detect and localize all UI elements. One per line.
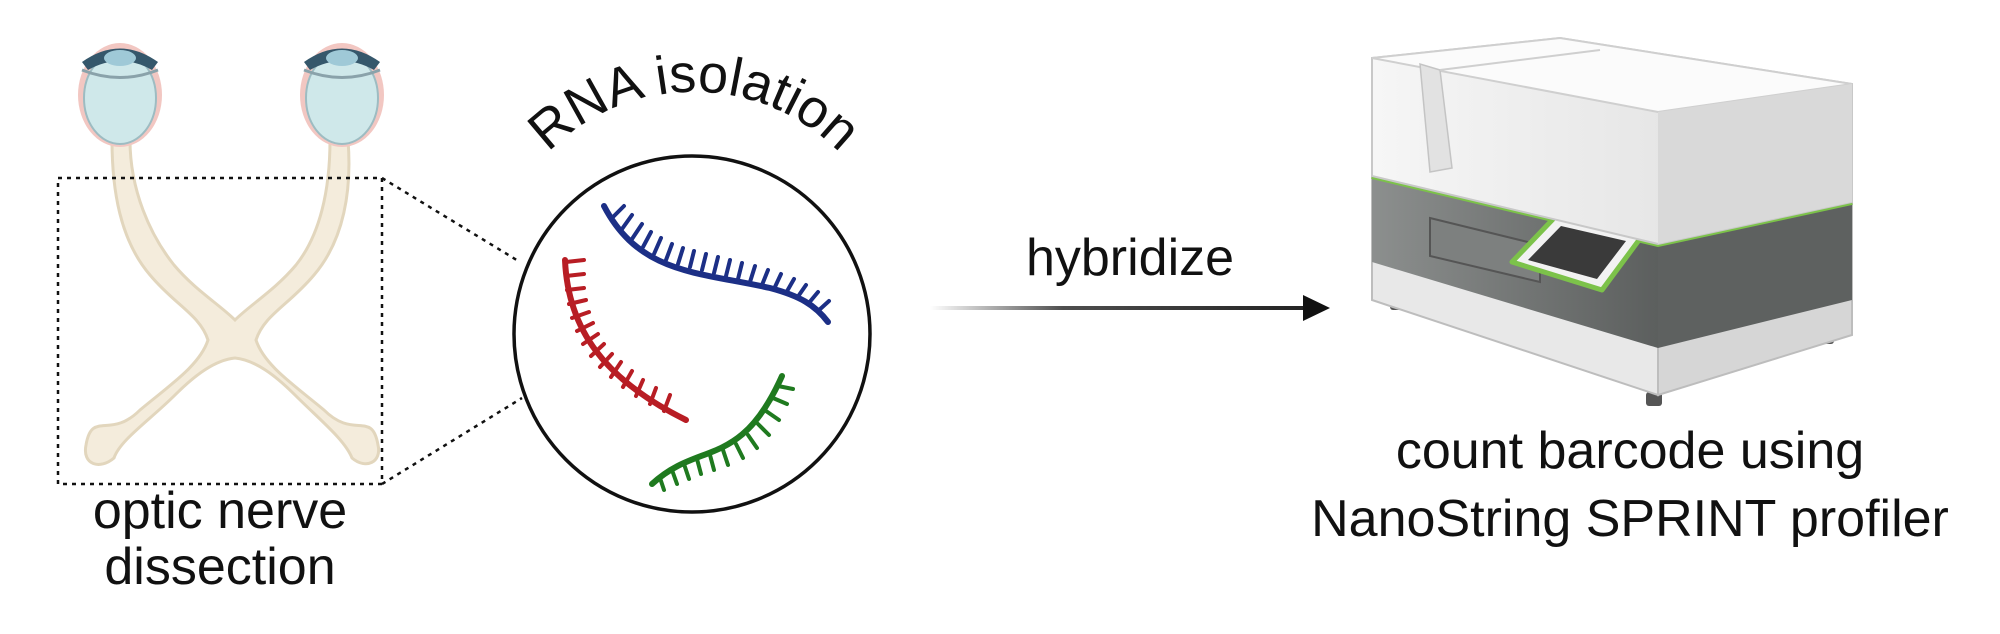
rna-isolation-circle — [512, 154, 872, 514]
dissection-selection-box — [56, 176, 384, 486]
optic-nerve-shape — [83, 138, 381, 466]
zoom-line-top — [381, 176, 521, 264]
dissection-label-line2: dissection — [104, 538, 335, 596]
rna-isolation-label-path: RNA isolation — [517, 43, 872, 161]
zoom-line-bottom — [381, 396, 523, 486]
profiler-label-line2: NanoString SPRINT profiler — [1311, 490, 1949, 548]
nanostring-profiler-icon — [1371, 36, 1853, 406]
hybridize-arrow — [930, 295, 1330, 321]
arrow-head-icon — [1303, 295, 1330, 321]
optic-nerve-illustration — [56, 43, 523, 486]
rna-strand-red — [562, 257, 689, 423]
rna-isolation-label: RNA isolation — [517, 43, 872, 161]
profiler-label-line1: count barcode using — [1396, 422, 1864, 480]
left-eye-icon — [78, 43, 162, 147]
dissection-label-line1: optic nerve — [93, 482, 347, 540]
rna-strand-blue — [601, 203, 831, 325]
right-eye-icon — [300, 43, 384, 147]
hybridize-label: hybridize — [1026, 229, 1234, 287]
rna-strand-green — [649, 373, 795, 492]
